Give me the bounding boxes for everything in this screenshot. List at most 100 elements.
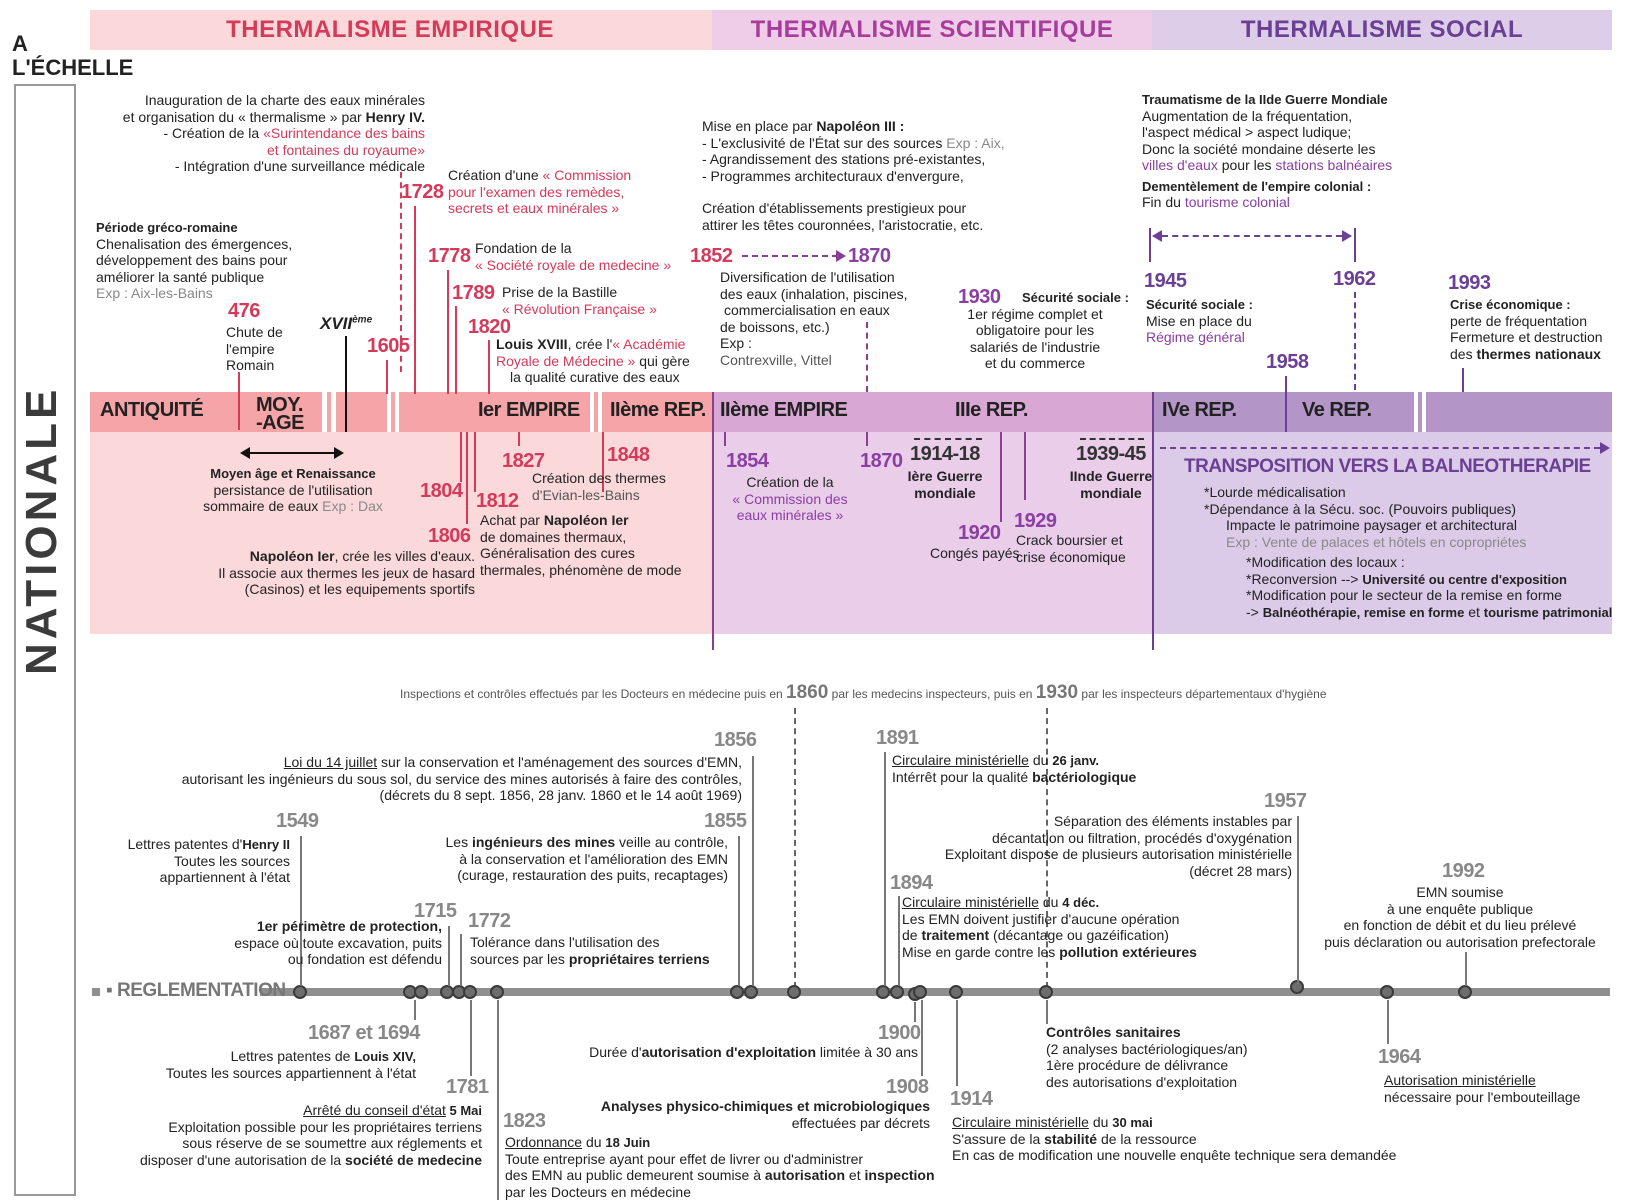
dot-1781	[463, 985, 477, 999]
line-1929	[1024, 432, 1026, 500]
tolerance-text: Tolérance dans l'utilisation des sources…	[470, 934, 710, 967]
era-gap	[598, 392, 602, 432]
dot-1855	[730, 985, 744, 999]
line-1772	[460, 934, 462, 986]
line-1900	[914, 1002, 916, 1022]
line-1823	[497, 1000, 499, 1200]
bracket-1939	[1080, 438, 1144, 440]
year-1894: 1894	[890, 872, 933, 894]
greco-text: Période gréco-romaine Chenalisation des …	[96, 220, 293, 301]
dash-1860	[794, 708, 796, 988]
auto64-text: Autorisation ministérielle nécessaire po…	[1384, 1072, 1581, 1105]
line-1962-top	[1354, 228, 1356, 262]
band-scientifique-header	[712, 10, 1152, 50]
line-1964	[1387, 1000, 1389, 1044]
year-1806: 1806	[428, 525, 471, 547]
conges-text: Congés payés	[930, 545, 1020, 561]
evian-text: Création des thermes d'Evian-les-Bains	[532, 470, 666, 503]
year-1715: 1715	[414, 900, 457, 922]
nationale-label: NATIONALE	[17, 385, 66, 675]
diversif-text: Diversification de l'utilisation des eau…	[720, 269, 908, 368]
analyses-text: Analyses physico-chimiques et microbiolo…	[600, 1098, 930, 1131]
line-1914	[956, 1000, 958, 1086]
bastille-text: Prise de la Bastille « Révolution França…	[502, 284, 657, 317]
era-gap	[395, 392, 399, 432]
year-1939-45: 1939-45	[1076, 443, 1146, 465]
dash-1930	[1046, 708, 1048, 988]
year-1820: 1820	[468, 316, 511, 338]
year-1772: 1772	[468, 910, 511, 932]
line-1605	[386, 360, 388, 394]
year-1605: 1605	[367, 335, 410, 357]
balneo-text: *Lourde médicalisation *Dépendance à la …	[1204, 484, 1613, 620]
year-1856: 1856	[714, 729, 757, 751]
era-cinquieme-rep: Ve REP.	[1302, 398, 1372, 421]
circ91-text: Circulaire ministérielle du 26 janv. Int…	[892, 752, 1137, 785]
moyenage-arrow-right	[334, 447, 344, 459]
year-1945: 1945	[1144, 270, 1187, 292]
xvii-label: XVIIème	[320, 314, 373, 333]
trauma-text: Traumatisme de la IIde Guerre Mondiale A…	[1142, 92, 1393, 210]
band-empirique-header	[90, 10, 712, 50]
era-deuxieme-empire: IIème EMPIRE	[720, 398, 848, 421]
year-1908: 1908	[886, 1076, 929, 1098]
year-1992: 1992	[1442, 860, 1485, 882]
arrete-text: Arrêté du conseil d'état 5 Mai Exploitat…	[140, 1102, 482, 1168]
dot-1860	[787, 985, 801, 999]
dash-1870-top	[866, 322, 868, 392]
year-1854: 1854	[726, 450, 769, 472]
header-empirique: THERMALISME EMPIRIQUE	[226, 16, 554, 43]
year-1964: 1964	[1378, 1046, 1421, 1068]
era-bar-social	[1152, 392, 1612, 432]
nationale-box	[14, 84, 76, 1196]
era-gap	[331, 392, 336, 432]
perimetre-text: 1er périmètre de protection, espace où t…	[234, 918, 442, 967]
nap3-text: Mise en place par Napoléon III : - L'exc…	[702, 118, 1005, 233]
guerre2-text: IInde Guerre mondiale	[1069, 468, 1153, 501]
dot-1891	[876, 985, 890, 999]
era-quatrieme-rep: IVe REP.	[1162, 398, 1237, 421]
dot-1694	[414, 985, 428, 999]
line-1957	[1297, 816, 1299, 984]
guerre1-text: Ière Guerre mondiale	[907, 468, 983, 501]
dot-1930	[1039, 985, 1053, 999]
era-gap	[387, 392, 391, 432]
commission-text: Création d'une « Commission pour l'exame…	[448, 167, 632, 216]
dot-1992	[1458, 985, 1472, 999]
balneo-title: TRANSPOSITION VERS LA BALNEOTHERAPIE	[1184, 456, 1591, 477]
year-1728: 1728	[401, 181, 444, 203]
year-1920: 1920	[958, 522, 1001, 544]
circ14-text: Circulaire ministérielle du 30 mai S'ass…	[952, 1114, 1397, 1163]
dot-1894	[890, 985, 904, 999]
line-1728	[414, 206, 416, 394]
regl-label-bg	[100, 980, 260, 1004]
dot-1914	[949, 985, 963, 999]
line-1820	[488, 340, 490, 394]
era-deuxieme-rep: IIème REP.	[610, 398, 706, 421]
inspections-line: Inspections et contrôles effectués par l…	[400, 682, 1327, 703]
year-1827: 1827	[502, 450, 545, 472]
line-1958	[1285, 376, 1287, 432]
line-1781	[470, 1000, 472, 1076]
year-1823: 1823	[503, 1110, 546, 1132]
era-gap	[1422, 392, 1426, 432]
henry4-text: Inauguration de la charte des eaux minér…	[122, 92, 425, 174]
era-gap	[1414, 392, 1418, 432]
band-social-body	[1152, 432, 1612, 634]
arrow-right-head	[1342, 230, 1352, 242]
year-1804: 1804	[420, 480, 463, 502]
dot-1856	[744, 985, 758, 999]
commission54-text: Création de la « Commission des eaux min…	[732, 474, 848, 523]
line-1715	[448, 926, 450, 986]
regl-timeline	[92, 988, 1610, 996]
arrow-left-head	[1152, 230, 1162, 242]
achat-text: Achat par Napoléon Ier de domaines therm…	[480, 512, 682, 578]
line-1920	[1000, 432, 1002, 522]
year-1870-bottom: 1870	[860, 450, 903, 472]
line-1908	[921, 1000, 923, 1076]
dot-1823	[490, 985, 504, 999]
year-1812: 1812	[476, 490, 519, 512]
year-1781: 1781	[446, 1076, 489, 1098]
line-1870-bottom	[866, 432, 868, 446]
dot-1908	[913, 985, 927, 999]
